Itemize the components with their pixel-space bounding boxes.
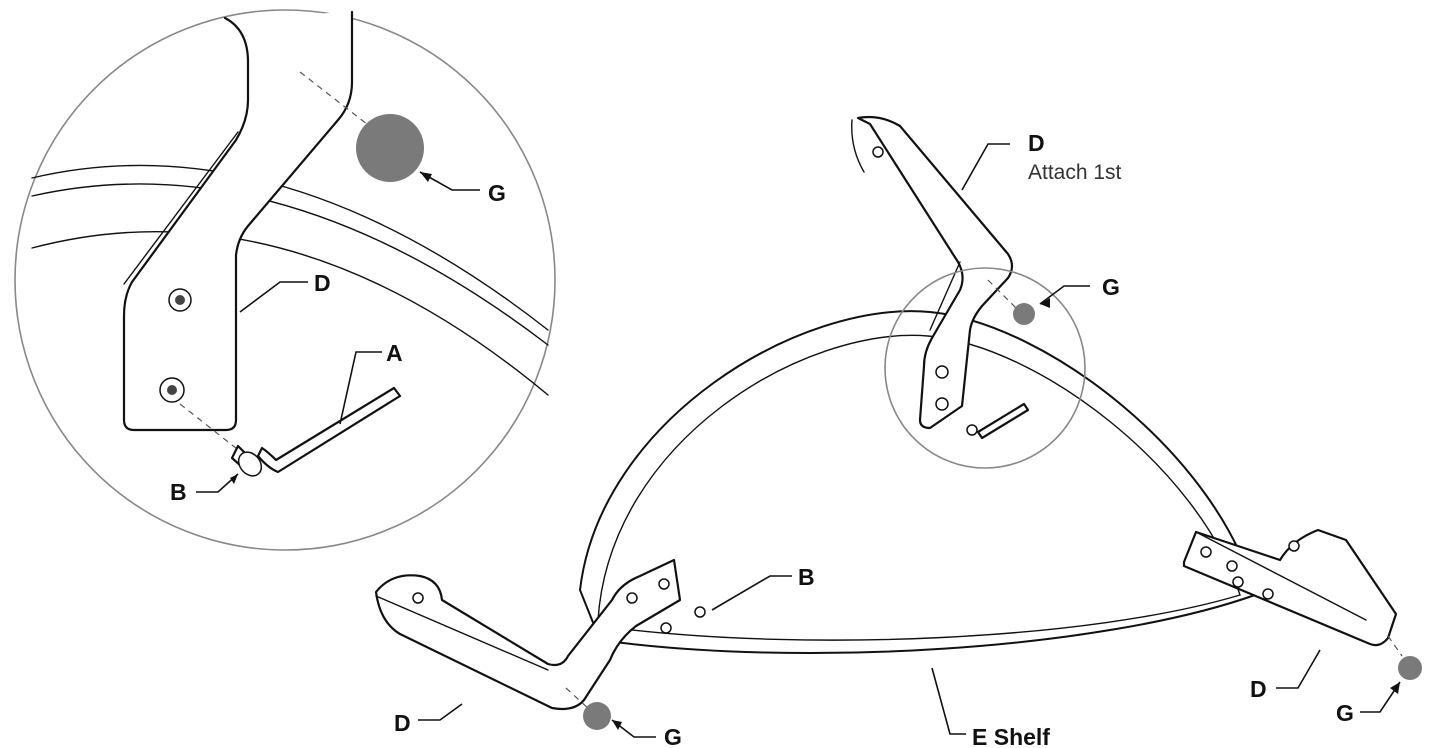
- left-screw-b: [694, 606, 706, 618]
- top-bracket-hole: [872, 146, 884, 158]
- top-magnifier-circle: [884, 267, 1086, 469]
- left-bracket-body: [374, 558, 682, 711]
- label-left-bracket: D: [394, 710, 411, 736]
- label-left-screw: B: [798, 564, 815, 590]
- detail-shelf-rim-inner: [31, 183, 549, 346]
- detail-bracket-body: [122, 10, 354, 432]
- leader-left-screw: [711, 575, 792, 611]
- right-bracket-body: [1182, 528, 1398, 647]
- label-detail-bracket: D: [314, 270, 331, 296]
- detail-hex-key: [256, 386, 402, 474]
- label-right-cap: G: [1336, 700, 1354, 726]
- label-detail-key: A: [386, 340, 403, 366]
- label-detail-screw: B: [170, 479, 187, 505]
- right-bracket-screw-4: [1262, 588, 1274, 600]
- leader-shelf: [931, 667, 966, 735]
- right-cap-g: [1398, 656, 1422, 680]
- right-bracket-hole: [1288, 540, 1300, 552]
- right-cap-axis: [1387, 635, 1403, 657]
- label-shelf: E Shelf: [972, 724, 1050, 748]
- leader-left-bracket: [418, 703, 463, 721]
- label-top-bracket: D: [1028, 130, 1045, 156]
- top-bracket-body: [856, 115, 1014, 430]
- left-bracket-screw-1: [626, 592, 638, 604]
- detail-shelf-edge: [31, 230, 549, 396]
- detail-screw-hex-upper: [175, 295, 185, 305]
- leader-right-bracket: [1276, 649, 1321, 689]
- top-bracket-screw-3: [966, 424, 978, 436]
- left-bracket-screw-2: [658, 578, 670, 590]
- left-bracket-hole: [412, 592, 424, 604]
- detail-screw-b: [230, 444, 263, 477]
- top-bracket-screw-1: [935, 365, 949, 379]
- label-top-cap: G: [1102, 274, 1120, 300]
- shelf-e: [578, 310, 1257, 655]
- left-cap-g: [583, 702, 611, 730]
- label-right-bracket: D: [1250, 676, 1267, 702]
- top-hex-key: [976, 402, 1030, 440]
- left-bracket: [374, 558, 706, 730]
- top-cap-axis: [987, 279, 1021, 313]
- detail-screw-hex-lower: [167, 385, 177, 395]
- left-bracket-screw-3: [660, 622, 672, 634]
- top-bracket-end: [851, 119, 865, 173]
- label-left-cap: G: [664, 724, 682, 748]
- leaders: [196, 143, 1401, 738]
- leader-detail-key: [339, 351, 382, 425]
- shelf-rim-outer: [578, 310, 1257, 655]
- leader-top-cap: [1039, 285, 1090, 305]
- detail-bracket-fold: [123, 131, 239, 285]
- leader-right-cap: [1360, 681, 1401, 713]
- leader-detail-cap: [419, 171, 480, 191]
- shelf-rim-inner: [597, 334, 1241, 641]
- right-bracket-screw-2: [1226, 560, 1238, 572]
- right-bracket-screw-3: [1232, 576, 1244, 588]
- leader-detail-screw: [196, 473, 239, 493]
- top-bracket: [851, 115, 1086, 469]
- detail-shelf-rim-outer: [31, 164, 549, 331]
- top-cap-g: [1013, 303, 1035, 325]
- detail-cap-axis: [299, 71, 373, 129]
- label-detail-cap: G: [488, 180, 506, 206]
- leader-top-bracket: [961, 143, 1010, 191]
- detail-screw-axis: [179, 403, 247, 457]
- label-top-bracket-note: Attach 1st: [1028, 161, 1122, 184]
- right-bracket: [1182, 528, 1422, 680]
- leader-detail-bracket: [239, 281, 308, 313]
- top-bracket-screw-2: [935, 397, 949, 411]
- detail-view: [14, 9, 556, 551]
- right-bracket-screw-1: [1200, 546, 1212, 558]
- detail-cap-g: [356, 114, 424, 182]
- left-bracket-fold: [375, 595, 549, 671]
- right-bracket-fold: [1195, 531, 1367, 621]
- left-cap-axis: [565, 687, 591, 711]
